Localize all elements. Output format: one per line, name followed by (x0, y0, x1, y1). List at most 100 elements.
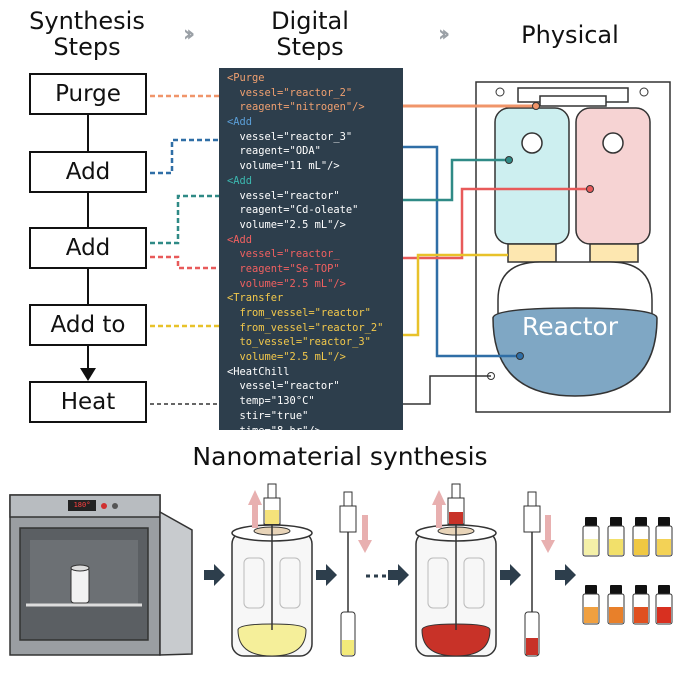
code-line: vessel="reactor_ (227, 248, 340, 261)
syringe1-fill (265, 510, 279, 524)
vial-liquid (609, 607, 623, 623)
vial-cap (635, 517, 647, 526)
syringe2-vial-fill (342, 640, 354, 655)
code-line: reagent="nitrogen"/> (227, 101, 365, 114)
code-line: volume="2.5 mL"/> (227, 277, 346, 290)
header-synthesis-line1: Synthesis (29, 7, 145, 35)
oven-vial (70, 567, 90, 604)
connector-add1-dashed (150, 138, 219, 175)
bottle-right (575, 107, 651, 245)
header-digital-line2: Steps (276, 33, 344, 61)
header-physical: Physical (521, 21, 619, 49)
vial-liquid (657, 539, 671, 555)
syringe4-arrow-icon (541, 515, 555, 553)
code-line: <Add (227, 174, 253, 187)
stage-arrow-4-icon (500, 564, 521, 586)
code-line: <HeatChill (227, 365, 290, 378)
vial-liquid (657, 607, 671, 623)
syringe1-arrow-icon (248, 490, 262, 528)
code-line: reagent="ODA" (227, 145, 321, 158)
oven-knob-1-icon (101, 503, 107, 509)
oven-display-text: 180° (73, 501, 91, 509)
vial-top-1 (582, 517, 600, 557)
syringe4-vial-fill (526, 638, 538, 655)
step-add-2: Add (29, 227, 147, 269)
code-line: vessel="reactor" (227, 380, 340, 393)
step-add-1: Add (29, 151, 147, 193)
code-line: volume="11 mL"/> (227, 160, 340, 173)
code-line: temp="130°C" (227, 395, 315, 408)
code-line: vessel="reactor_2" (227, 86, 353, 99)
line-add3-end-icon (586, 185, 594, 193)
line-purge-end-icon (532, 102, 540, 110)
vial-liquid (609, 539, 623, 555)
syringe4-plunger (527, 491, 537, 507)
line-transfer (394, 253, 508, 337)
code-line: vessel="reactor" (227, 189, 340, 202)
syringe1-plunger (267, 483, 277, 499)
container2-liquid (421, 623, 491, 657)
vial-grid (582, 517, 673, 625)
stage-arrow-3-icon (388, 564, 409, 586)
syringe3-fill (449, 512, 463, 524)
stage-arrow-2-icon (316, 564, 337, 586)
frame-screw-top-right-icon (639, 87, 649, 97)
apparatus-neck (539, 95, 607, 107)
vial-cap (658, 517, 670, 526)
header-digital-steps: Digital Steps (240, 8, 380, 60)
vial-cap (585, 517, 597, 526)
vial-top-4 (655, 517, 673, 557)
syringe2-barrel (339, 505, 357, 533)
code-line: vessel="reactor_3" (227, 130, 353, 143)
code-line: reagent="Se-TOP" (227, 262, 340, 275)
section-title: Nanomaterial synthesis (192, 442, 488, 471)
oven-door (159, 510, 193, 656)
oven-display (68, 500, 96, 511)
code-line: reagent="Cd-oleate" (227, 204, 359, 217)
line-add1 (394, 145, 520, 358)
vial-liquid (584, 607, 598, 623)
vial-top-3 (632, 517, 650, 557)
vial-bottom-2 (607, 585, 625, 625)
vial-cap (585, 585, 597, 594)
vial-cap (635, 585, 647, 594)
syringe2-arrow-icon (358, 515, 372, 553)
code-line: volume="2.5 mL"/> (227, 218, 346, 231)
vial-liquid (634, 539, 648, 555)
connector-add2-dashed (150, 194, 219, 245)
syringe4-barrel (523, 505, 541, 533)
container1-bottle-right (279, 557, 301, 609)
vial-bottom-4 (655, 585, 673, 625)
oven-vial-top (70, 564, 90, 572)
vial-bottom-1 (582, 585, 600, 625)
code-panel: <Purge vessel="reactor_2" reagent="nitro… (219, 68, 403, 437)
reactor-liquid (492, 307, 658, 397)
vial-cap (610, 585, 622, 594)
container2-bottle-right (463, 557, 485, 609)
stage-arrow-1-icon (204, 564, 225, 586)
line-add2 (394, 158, 509, 202)
header-synthesis-line2: Steps (53, 33, 121, 61)
bottle-right-port-icon (602, 132, 624, 154)
step-heat: Heat (29, 381, 147, 423)
code-line: to_vessel="reactor_3" (227, 336, 371, 349)
container2-bottle-left (427, 557, 449, 609)
syringe3-plunger (451, 483, 461, 499)
code-line: <Add (227, 116, 253, 129)
line-add2-end-icon (505, 156, 513, 164)
code-line: <Transfer (227, 292, 284, 305)
stage-arrow-5-icon (555, 564, 576, 586)
vial-cap (610, 517, 622, 526)
connector-add3-dashed (150, 255, 219, 270)
code-line: volume="2.5 mL"/> (227, 351, 346, 364)
reactor-label: Reactor (522, 312, 619, 341)
vial-cap (658, 585, 670, 594)
vial-top-2 (607, 517, 625, 557)
code-line: time="8 hr"/> (227, 424, 321, 437)
syringe2-plunger (343, 491, 353, 507)
syringe3-arrow-icon (432, 490, 446, 528)
line-heat (394, 375, 491, 405)
oven-knob-2-icon (112, 503, 118, 509)
line-add1-end-icon (516, 352, 524, 360)
